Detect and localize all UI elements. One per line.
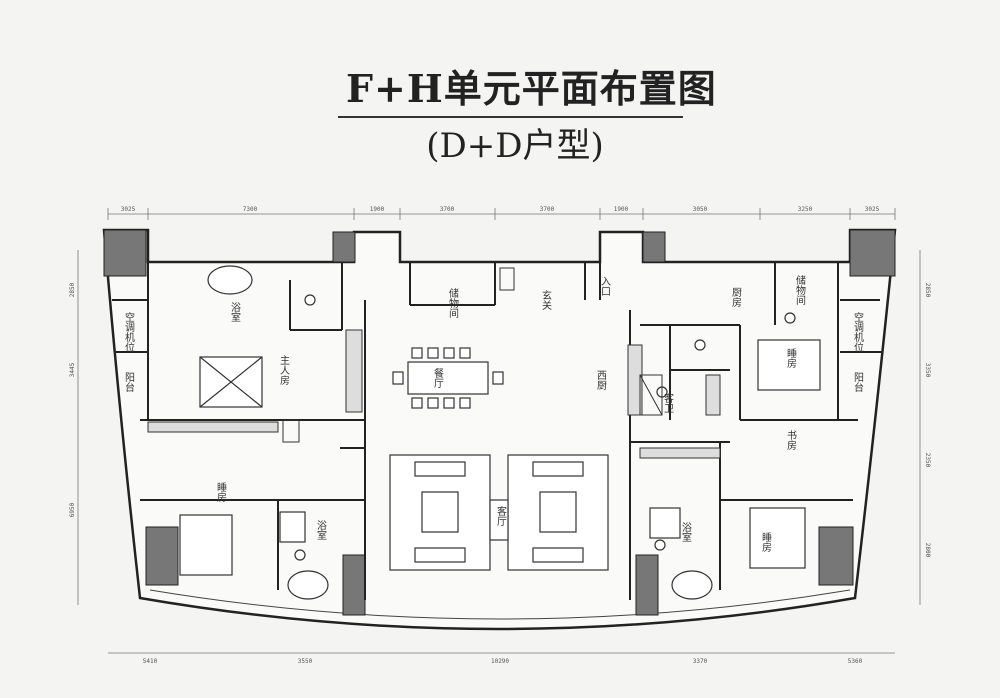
dim-label: 3250 (798, 206, 813, 213)
dim-label: 5360 (848, 658, 863, 665)
shaft-symbols (282, 267, 663, 443)
dim-label: 2350 (924, 453, 931, 468)
dim-label: 1900 (370, 206, 385, 213)
dim-label: 1900 (614, 206, 629, 213)
dim-label: 3025 (121, 206, 136, 213)
dim-label: 3700 (540, 206, 555, 213)
dim-label: 5410 (143, 658, 158, 665)
room-label-study: 书房 (785, 430, 797, 451)
room-label-bath-right: 浴室 (680, 522, 692, 542)
room-label-entrance: 入口 (599, 276, 611, 296)
room-label-storage: 储物间 (447, 287, 459, 319)
wardrobes (147, 329, 721, 459)
dimension-lines (77, 208, 921, 654)
dim-label: 2850 (924, 283, 931, 298)
dining-table (392, 347, 504, 409)
dimension-labels-left: 2850 3445 6950 (69, 282, 76, 517)
room-labels: 储物间 玄关 入口 浴室 主人房 空调机位 阳台 餐厅 西厨 厨房 储物间 空调… (123, 274, 864, 553)
dim-label: 7300 (243, 206, 258, 213)
room-label-balcony-left: 阳台 (123, 372, 135, 393)
room-label-bath-left: 浴室 (315, 520, 327, 540)
room-label-balcony-right: 阳台 (852, 372, 864, 393)
dim-label: 3700 (440, 206, 455, 213)
room-label-ac-left: 空调机位 (123, 311, 135, 352)
room-label-living: 客厅 (495, 505, 507, 526)
room-label-guest-wc: 客卫 (662, 392, 674, 413)
room-label-foyer: 玄关 (540, 289, 552, 311)
dim-label: 6950 (69, 502, 76, 517)
dimension-labels-bottom: 5410 3550 10290 3370 5360 (143, 658, 863, 665)
dim-label: 2850 (69, 282, 76, 297)
interior-walls (112, 262, 882, 600)
page-title: F+H单元平面布置图 (346, 66, 717, 111)
room-label-bedroom-left: 睡房 (215, 481, 227, 503)
room-label-bedroom-right: 睡房 (785, 347, 797, 369)
page-subtitle: (D+D户型) (426, 126, 604, 166)
room-label-ac-right: 空调机位 (852, 311, 864, 352)
room-label-kitchen: 厨房 (730, 287, 742, 308)
dim-label: 3445 (69, 362, 76, 377)
room-label-bedroom-right2: 睡房 (760, 531, 772, 553)
room-label-bath-master: 浴室 (229, 302, 241, 322)
room-label-storage-right: 储物间 (794, 274, 806, 306)
living-room-sofas (389, 454, 609, 571)
dim-label: 3025 (865, 206, 880, 213)
dimension-labels-right: 2850 3350 2350 2800 (924, 283, 931, 558)
structural-columns (103, 229, 896, 616)
dim-label: 3370 (693, 658, 708, 665)
dim-label: 3050 (693, 206, 708, 213)
room-label-dining: 餐厅 (432, 367, 444, 388)
room-label-western-kitchen: 西厨 (595, 370, 607, 390)
title-underline (338, 116, 683, 118)
room-label-master-bedroom: 主人房 (278, 355, 290, 386)
dim-label: 10290 (491, 658, 509, 665)
bathroom-fixtures (207, 265, 796, 600)
dimension-labels-top: 3025 7300 1900 3700 3700 1900 3050 3250 … (121, 206, 880, 213)
outer-curve-inner (149, 589, 851, 620)
dim-label: 3350 (924, 363, 931, 378)
beds (179, 339, 821, 576)
dim-label: 2800 (924, 543, 931, 558)
dim-label: 3550 (298, 658, 313, 665)
